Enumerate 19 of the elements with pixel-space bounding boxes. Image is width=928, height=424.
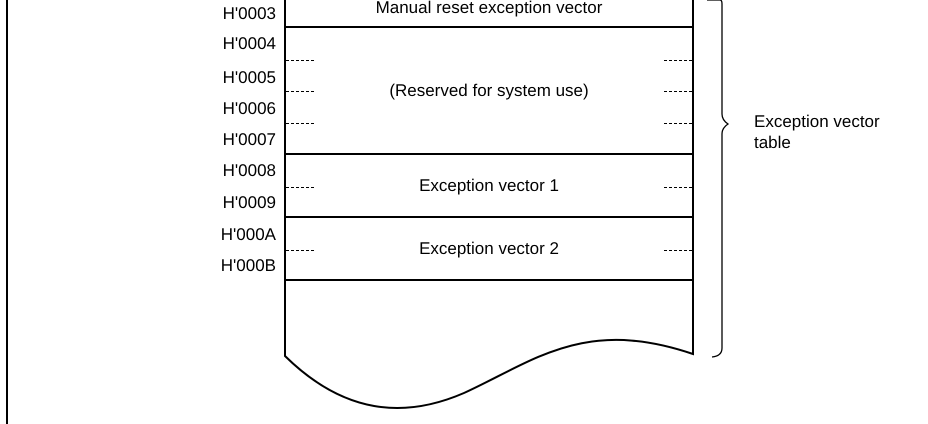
address-label: H'000B xyxy=(220,256,276,276)
memory-area-wavy xyxy=(284,280,694,410)
address-label: H'0004 xyxy=(222,34,276,54)
row-label: Manual reset exception vector xyxy=(376,0,602,18)
row-label: (Reserved for system use) xyxy=(389,80,589,100)
address-label: H'0008 xyxy=(222,161,276,181)
memory-row xyxy=(284,0,694,28)
address-label: H'000A xyxy=(220,225,276,245)
memory-row xyxy=(284,28,694,155)
memory-row xyxy=(284,218,694,281)
address-label: H'0007 xyxy=(222,130,276,150)
address-label: H'0005 xyxy=(222,68,276,88)
row-label: Exception vector 1 xyxy=(419,176,559,196)
memory-row xyxy=(284,155,694,218)
address-label: H'0009 xyxy=(222,193,276,213)
row-label: Exception vector 2 xyxy=(419,238,559,258)
address-label: H'0006 xyxy=(222,99,276,119)
brace-label: Exception vector table xyxy=(754,111,881,153)
address-label: H'0003 xyxy=(222,4,276,24)
